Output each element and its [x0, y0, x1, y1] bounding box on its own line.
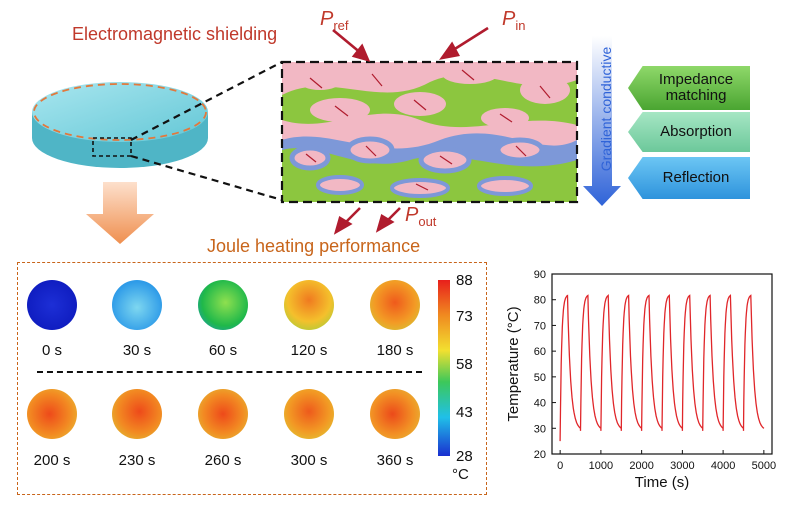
thermal-image-230s	[112, 389, 162, 439]
thermal-image-360s	[370, 389, 420, 439]
x-tick-label: 5000	[752, 460, 776, 472]
p-in-label: Pin	[502, 8, 526, 33]
y-tick-label: 50	[534, 372, 546, 384]
colorbar-tick: 58	[456, 356, 473, 373]
thermal-image-0s	[27, 280, 77, 330]
foam-disk	[32, 82, 208, 168]
time-label: 260 s	[204, 452, 242, 469]
thermal-image-260s	[198, 389, 248, 439]
y-tick-label: 20	[534, 449, 546, 461]
thermal-image-300s	[284, 389, 334, 439]
time-label: 180 s	[376, 342, 414, 359]
p-ref-label: Pref	[320, 8, 349, 33]
time-label: 360 s	[376, 452, 414, 469]
gradient-conductive-label: Gradient conductive	[598, 46, 614, 172]
em-shielding-title: Electromagnetic shielding	[72, 24, 278, 44]
y-tick-label: 80	[534, 295, 546, 307]
thermal-image-180s	[370, 280, 420, 330]
x-axis-label: Time (s)	[635, 474, 689, 491]
temperature-time-chart: 20 30 40 50 60 70 80 90 0 1000 2000 3000 4000 5000Tim…	[505, 269, 776, 491]
chevron-absorption: Absorption	[628, 112, 750, 152]
chevron-impedance-matching: Impedance matching	[628, 66, 750, 110]
row-divider	[37, 371, 422, 373]
y-tick-label: 40	[534, 398, 546, 410]
y-tick-label: 70	[534, 320, 546, 332]
time-label: 30 s	[122, 342, 152, 359]
y-axis-label: Temperature (°C)	[505, 306, 522, 421]
colorbar-unit: °C	[452, 466, 469, 483]
x-tick-label: 4000	[711, 460, 735, 472]
time-label: 230 s	[118, 452, 156, 469]
y-tick-label: 90	[534, 269, 546, 281]
colorbar-tick: 28	[456, 448, 473, 465]
porous-structure	[280, 60, 579, 204]
colorbar-tick: 88	[456, 272, 473, 289]
time-label: 120 s	[290, 342, 328, 359]
thermal-image-120s	[284, 280, 334, 330]
chevron-reflection: Reflection	[628, 157, 750, 199]
temperature-colorbar	[438, 280, 450, 456]
y-tick-label: 60	[534, 346, 546, 358]
thermal-image-30s	[112, 280, 162, 330]
time-label: 300 s	[290, 452, 328, 469]
x-tick-label: 1000	[589, 460, 613, 472]
thermal-image-60s	[198, 280, 248, 330]
time-label: 0 s	[41, 342, 62, 359]
x-tick-label: 3000	[670, 460, 694, 472]
plot-frame	[551, 273, 773, 455]
gradient-arrow	[583, 36, 621, 206]
thermal-images-panel	[17, 262, 487, 495]
y-tick-label: 30	[534, 423, 546, 435]
p-out-label: Pout	[405, 204, 437, 229]
x-tick-label: 2000	[629, 460, 653, 472]
joule-heating-title: Joule heating performance	[207, 236, 421, 256]
thermal-image-200s	[27, 389, 77, 439]
down-arrow	[86, 182, 154, 244]
x-tick-label: 0	[557, 460, 563, 472]
colorbar-tick: 43	[456, 404, 473, 421]
colorbar-tick: 73	[456, 308, 473, 325]
time-label: 200 s	[33, 452, 71, 469]
time-label: 60 s	[208, 342, 238, 359]
temperature-series-line	[559, 293, 765, 442]
